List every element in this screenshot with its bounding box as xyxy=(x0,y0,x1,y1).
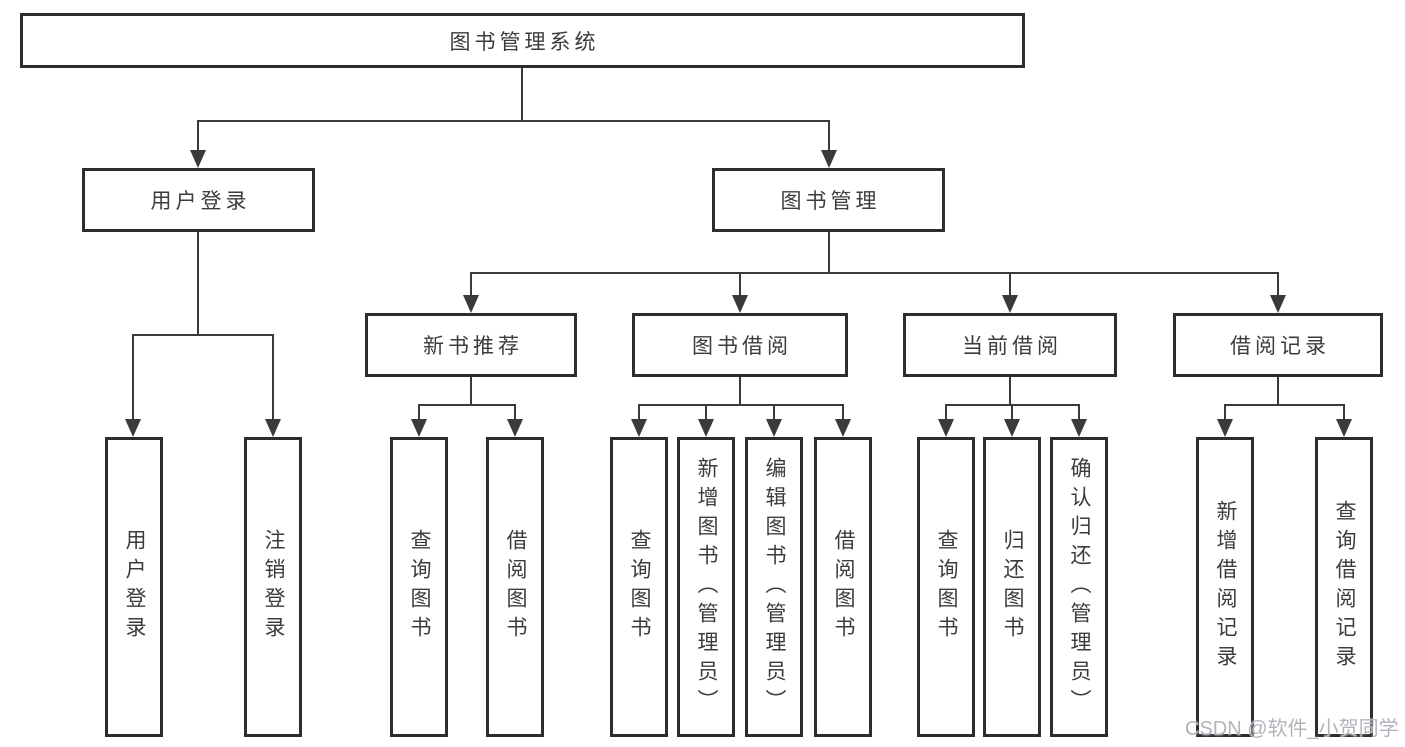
connector-segment xyxy=(1224,404,1345,406)
leaf-label: 新增借阅记录 xyxy=(1214,500,1237,674)
leaf-label: 查询借阅记录 xyxy=(1333,500,1356,674)
connector-segment xyxy=(638,404,844,406)
node-leaf-bb-borrow-book: 借阅图书 xyxy=(814,437,872,737)
connector-segment xyxy=(945,404,947,420)
connector-segment xyxy=(514,404,516,420)
arrowhead xyxy=(463,295,479,313)
leaf-label: 用户登录 xyxy=(123,529,146,645)
arrowhead xyxy=(835,419,851,437)
connector-segment xyxy=(470,272,472,296)
arrowhead xyxy=(821,150,837,168)
arrowhead xyxy=(1002,295,1018,313)
arrowhead xyxy=(732,295,748,313)
node-leaf-cb-return-book: 归还图书 xyxy=(983,437,1041,737)
connector-segment xyxy=(272,334,274,420)
connector-segment xyxy=(739,272,741,296)
node-leaf-cb-query-book: 查询图书 xyxy=(917,437,975,737)
node-root: 图书管理系统 xyxy=(20,13,1025,68)
node-leaf-user-login: 用户登录 xyxy=(105,437,163,737)
leaf-label: 查询图书 xyxy=(935,529,958,645)
arrowhead xyxy=(1270,295,1286,313)
connector-segment xyxy=(197,120,830,122)
arrowhead xyxy=(631,419,647,437)
connector-segment xyxy=(470,377,472,406)
connector-segment xyxy=(739,377,741,406)
node-book-management: 图书管理 xyxy=(712,168,945,232)
arrowhead xyxy=(125,419,141,437)
watermark: CSDN @软件_小贺同学 xyxy=(1185,718,1399,740)
connector-segment xyxy=(1277,377,1279,406)
node-user-login: 用户登录 xyxy=(82,168,315,232)
leaf-label: 查询图书 xyxy=(408,529,431,645)
connector-segment xyxy=(1011,404,1013,420)
node-leaf-br-query-record: 查询借阅记录 xyxy=(1315,437,1373,737)
arrowhead xyxy=(938,419,954,437)
leaf-label: 借阅图书 xyxy=(504,529,527,645)
node-leaf-bb-add-book: 新增图书（管理员） xyxy=(677,437,735,737)
node-leaf-bb-edit-book: 编辑图书（管理员） xyxy=(745,437,803,737)
connector-segment xyxy=(828,232,830,274)
leaf-label: 确认归还（管理员） xyxy=(1068,456,1091,718)
connector-segment xyxy=(132,334,134,420)
node-book-borrow: 图书借阅 xyxy=(632,313,848,377)
leaf-label: 编辑图书（管理员） xyxy=(763,456,786,718)
arrowhead xyxy=(190,150,206,168)
connector-segment xyxy=(418,404,516,406)
arrowhead xyxy=(1336,419,1352,437)
leaf-label: 归还图书 xyxy=(1001,529,1024,645)
connector-segment xyxy=(773,404,775,420)
connector-segment xyxy=(1009,377,1011,406)
node-new-book-recommend: 新书推荐 xyxy=(365,313,577,377)
connector-segment xyxy=(1224,404,1226,420)
connector-segment xyxy=(828,120,830,152)
connector-segment xyxy=(1343,404,1345,420)
node-leaf-nbr-query-book: 查询图书 xyxy=(390,437,448,737)
arrowhead xyxy=(698,419,714,437)
connector-segment xyxy=(132,334,274,336)
connector-segment xyxy=(521,68,523,122)
arrowhead xyxy=(1071,419,1087,437)
node-current-borrow: 当前借阅 xyxy=(903,313,1117,377)
connector-segment xyxy=(1277,272,1279,296)
arrowhead xyxy=(507,419,523,437)
arrowhead xyxy=(1217,419,1233,437)
node-leaf-br-add-record: 新增借阅记录 xyxy=(1196,437,1254,737)
arrowhead xyxy=(265,419,281,437)
node-leaf-bb-query-book: 查询图书 xyxy=(610,437,668,737)
node-leaf-cb-confirm-return: 确认归还（管理员） xyxy=(1050,437,1108,737)
arrowhead xyxy=(1004,419,1020,437)
connector-segment xyxy=(705,404,707,420)
node-leaf-nbr-borrow-book: 借阅图书 xyxy=(486,437,544,737)
connector-segment xyxy=(1009,272,1011,296)
node-borrow-records: 借阅记录 xyxy=(1173,313,1383,377)
arrowhead xyxy=(766,419,782,437)
leaf-label: 借阅图书 xyxy=(832,529,855,645)
connector-segment xyxy=(470,272,1279,274)
leaf-label: 查询图书 xyxy=(628,529,651,645)
connector-segment xyxy=(638,404,640,420)
connector-segment xyxy=(842,404,844,420)
connector-segment xyxy=(418,404,420,420)
leaf-label: 注销登录 xyxy=(262,529,285,645)
connector-segment xyxy=(197,120,199,152)
leaf-label: 新增图书（管理员） xyxy=(695,456,718,718)
connector-segment xyxy=(1078,404,1080,420)
connector-segment xyxy=(197,232,199,336)
node-leaf-logout: 注销登录 xyxy=(244,437,302,737)
arrowhead xyxy=(411,419,427,437)
